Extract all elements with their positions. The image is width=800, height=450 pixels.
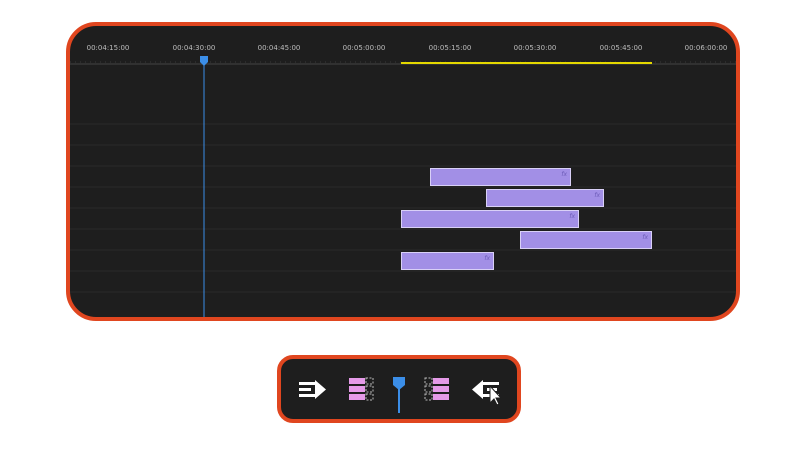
timecode-label: 00:05:45:00 (599, 44, 643, 52)
ripple-edit-button[interactable] (343, 373, 377, 407)
timecode-label: 00:05:30:00 (513, 44, 557, 52)
timecode-label: 00:04:30:00 (172, 44, 216, 52)
stacked-clips-outline-icon (424, 377, 449, 401)
video-clip[interactable]: fx (486, 189, 604, 207)
playhead-marker-icon (393, 377, 405, 413)
track-select-forward-button[interactable] (295, 373, 329, 407)
timecode-label: 00:05:00:00 (342, 44, 386, 52)
timecode-label: 00:04:45:00 (257, 44, 301, 52)
work-area-bar[interactable] (401, 62, 652, 64)
fx-badge: fx (561, 171, 567, 178)
fx-badge: fx (594, 192, 600, 199)
video-clip[interactable]: fx (401, 252, 494, 270)
track-area[interactable]: fx fx fx fx fx (70, 26, 736, 317)
fx-badge: fx (569, 213, 575, 220)
timecode-label: 00:04:15:00 (86, 44, 130, 52)
playhead-tool-button[interactable] (382, 373, 416, 413)
playhead[interactable] (199, 56, 209, 317)
video-clip[interactable]: fx (401, 210, 579, 228)
track-select-backward-button[interactable] (469, 373, 503, 407)
rolling-edit-button[interactable] (421, 373, 455, 407)
track-lines (70, 123, 736, 293)
video-clip[interactable]: fx (430, 168, 571, 186)
timecode-label: 00:06:00:00 (684, 44, 728, 52)
stacked-clips-icon (349, 377, 374, 401)
timecode-label: 00:05:15:00 (428, 44, 472, 52)
fx-badge: fx (642, 234, 648, 241)
fx-badge: fx (484, 255, 490, 262)
arrow-left-cursor-icon (472, 380, 503, 406)
playhead-icon (200, 56, 208, 317)
arrow-right-lines-icon (299, 380, 326, 399)
edit-toolbar (277, 355, 521, 423)
video-clip[interactable]: fx (520, 231, 652, 249)
timeline-panel: 00:04:15:00 00:04:30:00 00:04:45:00 00:0… (66, 22, 740, 321)
